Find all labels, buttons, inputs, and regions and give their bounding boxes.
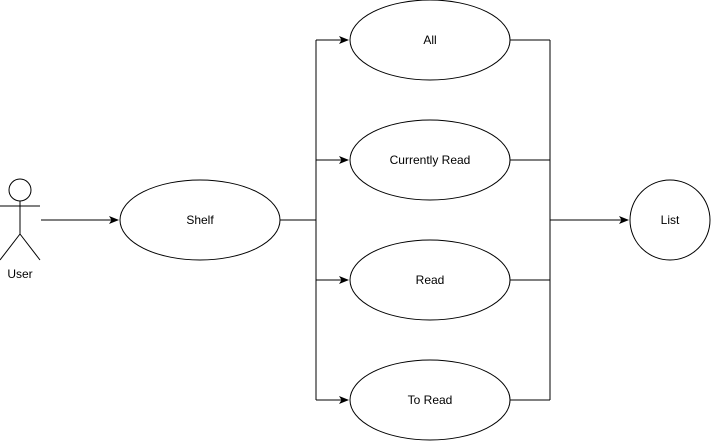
read-label: Read — [416, 273, 445, 287]
all-use-case[interactable]: All — [349, 0, 511, 81]
currently-read-use-case[interactable]: Currently Read — [349, 119, 511, 201]
list-label: List — [661, 213, 680, 227]
shelf-label: Shelf — [186, 213, 214, 227]
list-circle — [629, 179, 711, 261]
actor-left-leg — [0, 233, 21, 261]
shelf-use-case[interactable]: Shelf — [119, 179, 281, 261]
to-read-use-case[interactable]: To Read — [349, 359, 511, 441]
read-use-case[interactable]: Read — [349, 239, 511, 321]
actor-label: User — [7, 267, 32, 281]
actor-head — [8, 178, 32, 202]
to-read-label: To Read — [408, 393, 453, 407]
list-use-case[interactable]: List — [629, 179, 711, 261]
all-label: All — [423, 33, 436, 47]
user-actor[interactable]: User — [0, 178, 41, 281]
actor-right-leg — [19, 233, 41, 261]
currently-read-label: Currently Read — [390, 153, 471, 167]
